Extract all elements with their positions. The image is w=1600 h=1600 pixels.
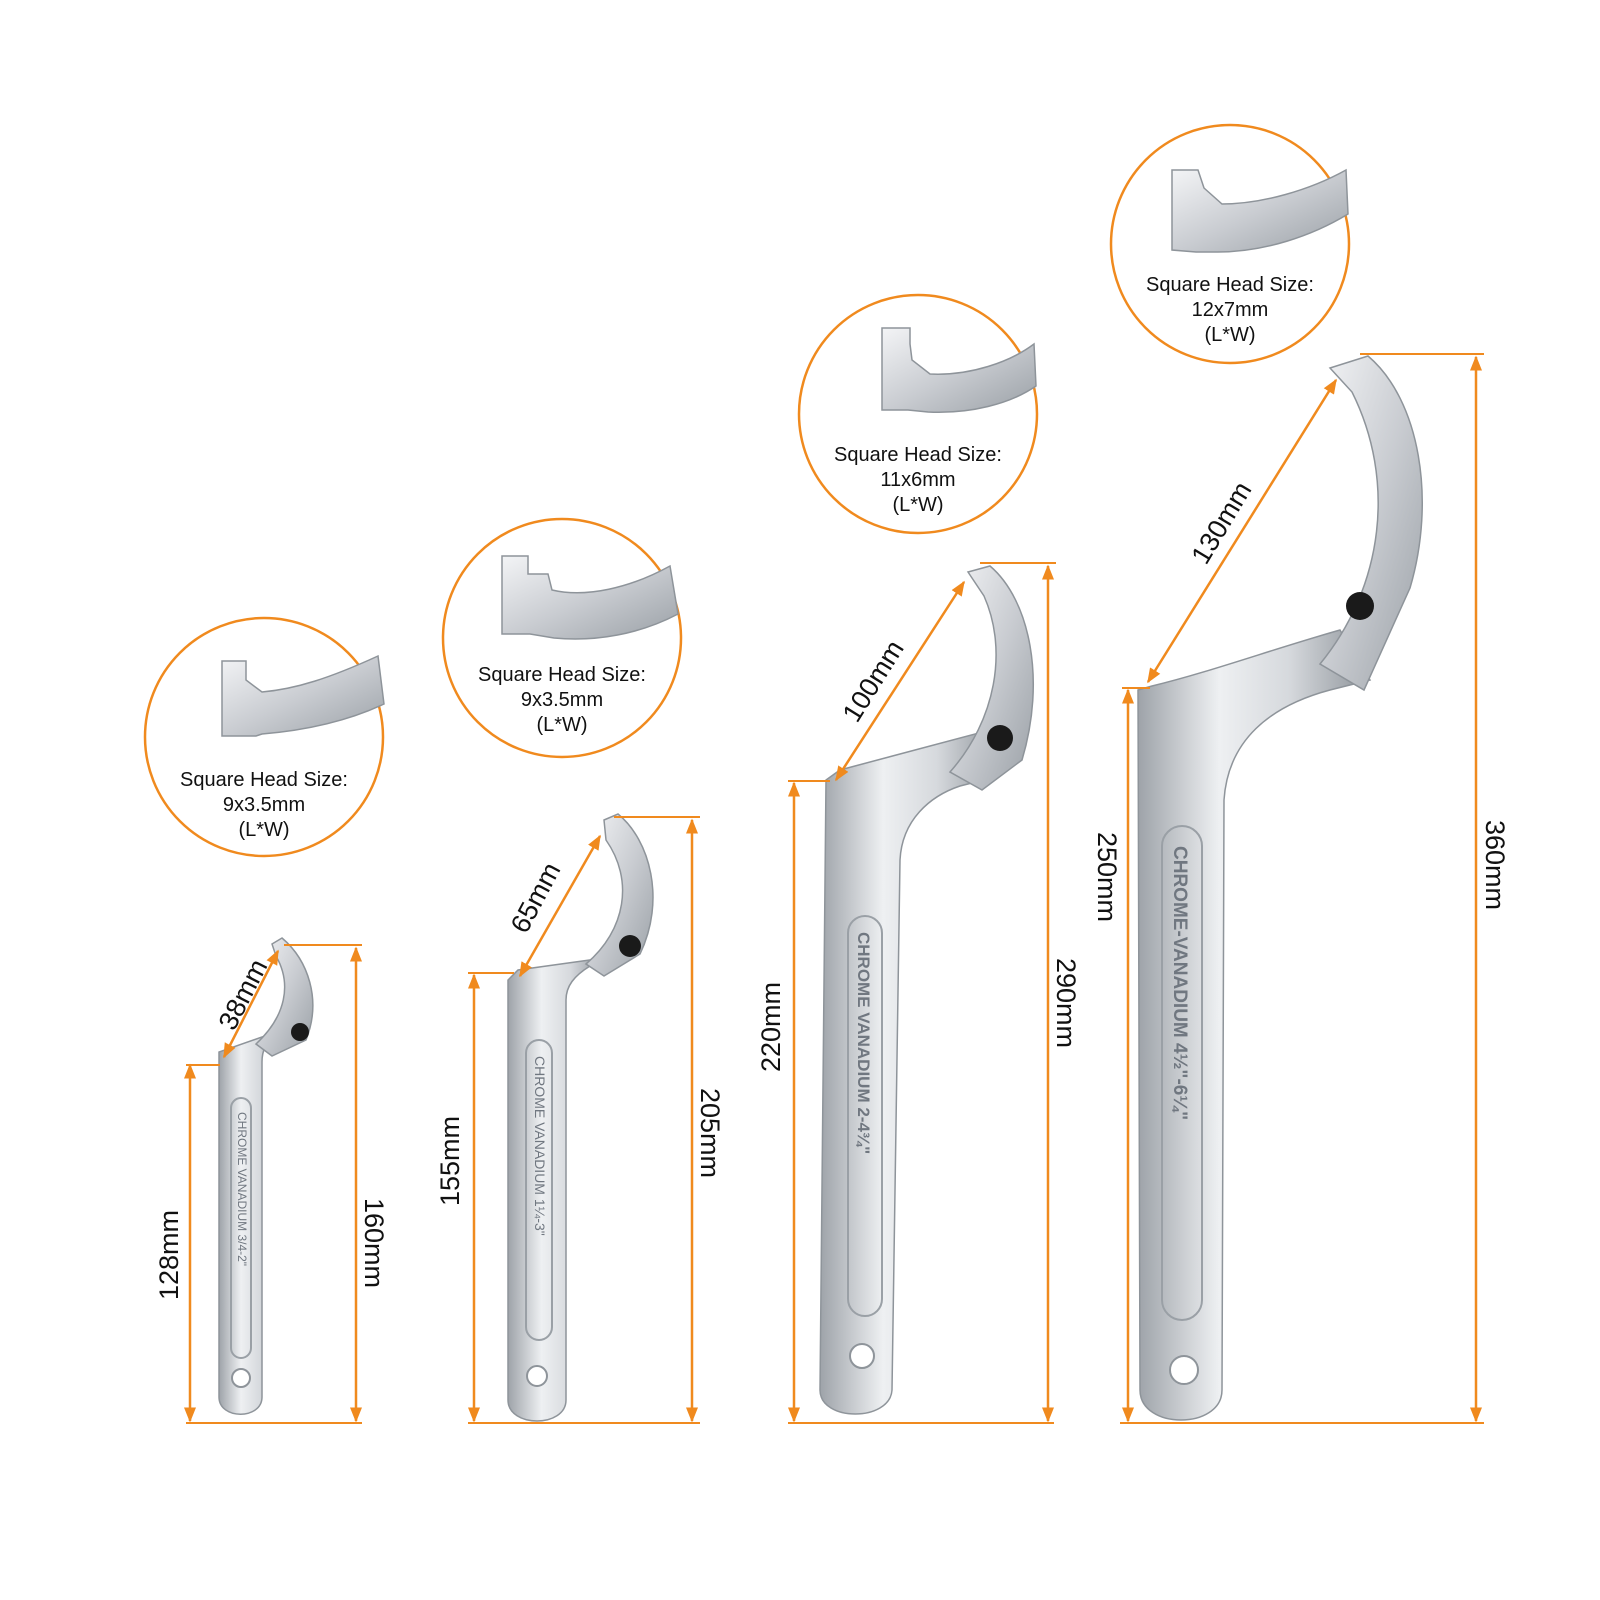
engraving: CHROME VANADIUM 1¼-3" [532, 1056, 548, 1236]
dimension-lines-4 [1120, 353, 1484, 1424]
wrench-4: Square Head Size: 12x7mm (L*W) CHROME-VA… [1092, 123, 1510, 1424]
hook-diameter-label: 65mm [505, 857, 567, 937]
handle-length-label: 128mm [154, 1210, 184, 1300]
callout-unit: (L*W) [238, 819, 289, 841]
square-head-closeup-2 [501, 555, 679, 640]
callout-title: Square Head Size: [180, 769, 348, 791]
callout-unit: (L*W) [536, 714, 587, 736]
callout-size: 11x6mm [880, 469, 955, 491]
callout-size: 9x3.5mm [521, 689, 603, 711]
engraving: CHROME VANADIUM 2-4¾" [854, 932, 873, 1154]
callout-1: Square Head Size: 9x3.5mm (L*W) [143, 616, 385, 858]
dimension-lines-2 [468, 816, 700, 1424]
wrench-body-3: CHROME VANADIUM 2-4¾" [819, 565, 1035, 1415]
callout-size: 12x7mm [1192, 299, 1269, 321]
square-head-closeup-3 [881, 327, 1037, 414]
callout-unit: (L*W) [892, 494, 943, 516]
callout-title: Square Head Size: [1146, 274, 1314, 296]
wrench-2: Square Head Size: 9x3.5mm (L*W) CHROME V… [435, 517, 725, 1424]
dimension-lines-1 [184, 944, 362, 1424]
wrench-1: Square Head Size: 9x3.5mm (L*W) CHROME V… [143, 616, 389, 1424]
callout-unit: (L*W) [1204, 324, 1255, 346]
callout-title: Square Head Size: [834, 444, 1002, 466]
engraving: CHROME-VANADIUM 4½"-6¼" [1169, 846, 1190, 1120]
wrench-body-1: CHROME VANADIUM 3/4-2" [218, 937, 314, 1415]
callout-2: Square Head Size: 9x3.5mm (L*W) [441, 517, 683, 759]
square-head-closeup-1 [221, 654, 385, 737]
total-length-label: 205mm [695, 1088, 725, 1178]
callout-size: 9x3.5mm [223, 794, 305, 816]
total-length-label: 360mm [1480, 820, 1510, 910]
engraving: CHROME VANADIUM 3/4-2" [235, 1112, 249, 1266]
total-length-label: 160mm [359, 1198, 389, 1288]
square-head-closeup-4 [1171, 168, 1349, 253]
callout-title: Square Head Size: [478, 664, 646, 686]
handle-length-label: 155mm [435, 1116, 465, 1206]
wrench-3: Square Head Size: 11x6mm (L*W) CHROME VA… [756, 293, 1081, 1424]
dimension-lines-3 [788, 562, 1056, 1424]
handle-length-label: 220mm [756, 982, 786, 1072]
hook-diameter-label: 38mm [213, 954, 274, 1034]
callout-4: Square Head Size: 12x7mm (L*W) [1109, 123, 1351, 365]
callout-3: Square Head Size: 11x6mm (L*W) [797, 293, 1039, 535]
total-length-label: 290mm [1051, 958, 1081, 1048]
handle-length-label: 250mm [1092, 832, 1122, 922]
wrench-body-4: CHROME-VANADIUM 4½"-6¼" [1137, 355, 1423, 1421]
